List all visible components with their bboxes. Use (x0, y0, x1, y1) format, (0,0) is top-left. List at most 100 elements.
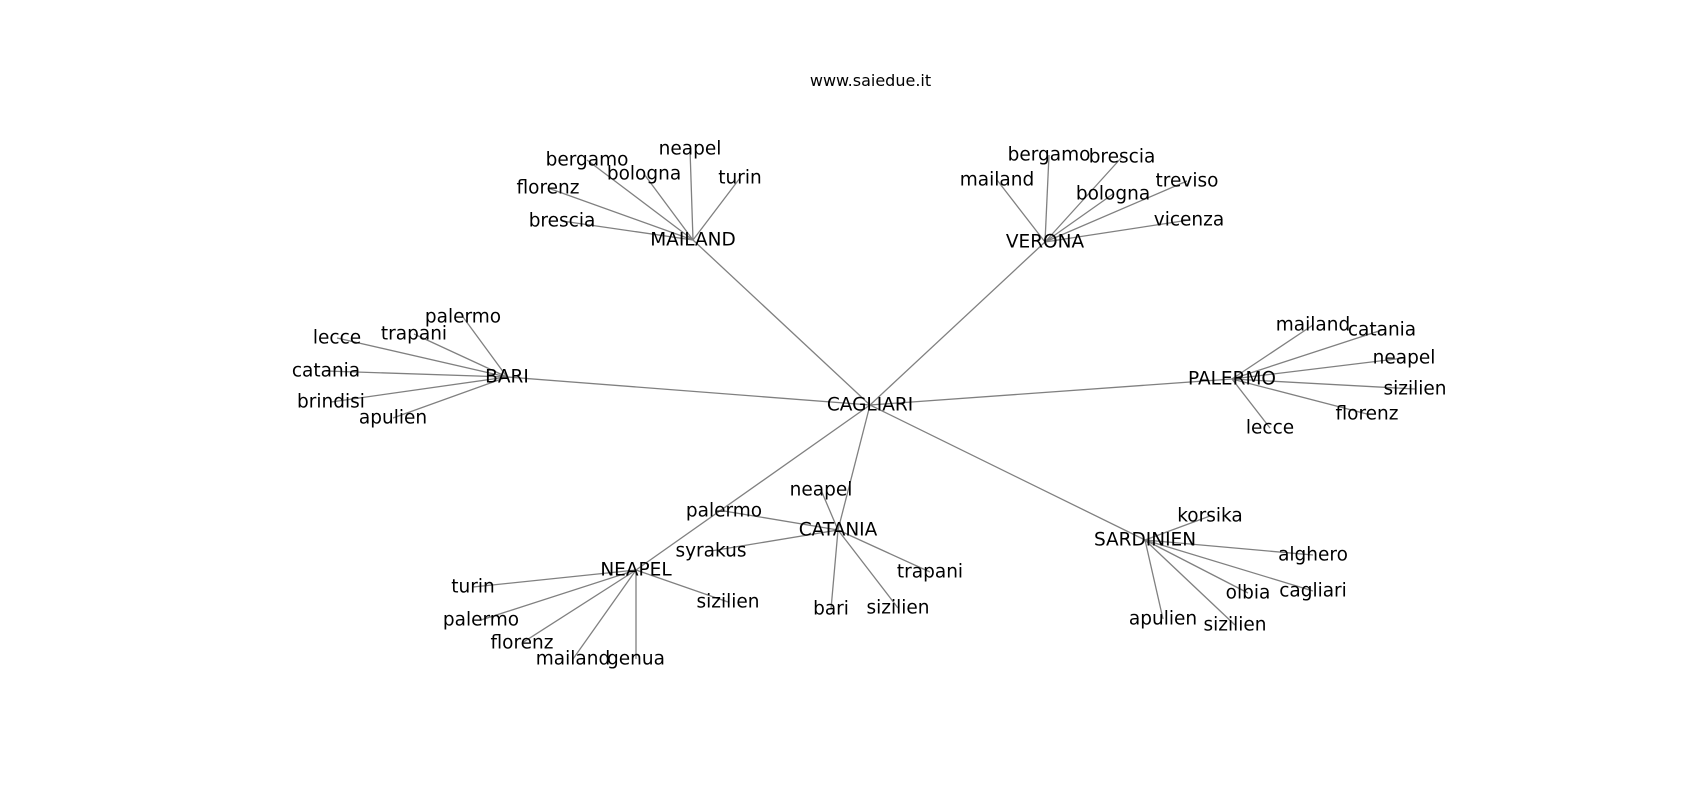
edge-palermo-palermo_florenz (1231, 378, 1368, 415)
edge-sardinien-sardinien_alghero (1144, 539, 1314, 556)
edge-catania-catania_neapel (820, 489, 839, 531)
edge-verona-verona_vicenza (1044, 219, 1190, 243)
edge-neapel-neapel_sizilien (635, 569, 729, 603)
node-sardinien-cagliari: cagliari (1279, 581, 1347, 602)
node-mailand-turin: turin (718, 168, 761, 189)
node-bari-palermo: palermo (425, 307, 501, 328)
edge-sardinien-sardinien_cagliari (1144, 539, 1314, 592)
edge-bari-bari_brindisi (330, 376, 508, 403)
node-verona-bologna: bologna (1076, 184, 1150, 205)
edge-cagliari-catania (837, 404, 871, 531)
node-neapel-palermo: palermo (443, 610, 519, 631)
edge-sardinien-sardinien_korsika (1144, 515, 1211, 541)
node-catania-bari: bari (813, 599, 849, 620)
edge-cagliari-verona (869, 241, 1046, 406)
node-bari-lecce: lecce (313, 328, 361, 349)
edge-verona-verona_mailand (996, 179, 1046, 243)
node-mailand-brescia: brescia (529, 211, 596, 232)
edge-verona-verona_bergamo (1044, 154, 1050, 243)
edge-mailand-mailand_brescia (561, 220, 694, 241)
node-palermo-lecce: lecce (1246, 418, 1294, 439)
edge-palermo-palermo_catania (1231, 329, 1383, 380)
edge-mailand-mailand_neapel (689, 148, 694, 241)
edge-sardinien-sardinien_sizilien (1144, 539, 1236, 626)
node-cagliari: CAGLIARI (827, 395, 913, 416)
edges-layer (325, 148, 1416, 660)
node-bari-brindisi: brindisi (297, 392, 365, 413)
node-verona: VERONA (1006, 232, 1085, 253)
node-verona-treviso: treviso (1156, 171, 1219, 192)
node-palermo-florenz: florenz (1336, 404, 1399, 425)
node-neapel-mailand: mailand (536, 649, 610, 670)
edge-catania-catania_trapani (837, 529, 931, 573)
edge-palermo-palermo_lecce (1231, 378, 1271, 429)
node-sardinien-korsika: korsika (1177, 506, 1242, 527)
node-catania-sizilien: sizilien (866, 598, 929, 619)
node-bari: BARI (485, 367, 529, 388)
edge-mailand-mailand_bologna (643, 173, 694, 241)
node-sardinien: SARDINIEN (1094, 530, 1196, 551)
node-verona-brescia: brescia (1089, 147, 1156, 168)
node-catania: CATANIA (799, 520, 878, 541)
node-bari-apulien: apulien (359, 408, 427, 429)
node-mailand-bergamo: bergamo (546, 150, 629, 171)
node-verona-vicenza: vicenza (1154, 210, 1224, 231)
edge-verona-verona_brescia (1044, 156, 1123, 243)
edge-cagliari-sardinien (869, 404, 1146, 541)
node-sardinien-olbia: olbia (1226, 583, 1271, 604)
node-neapel-turin: turin (451, 577, 494, 598)
node-palermo-mailand: mailand (1276, 315, 1350, 336)
node-mailand-bologna: bologna (607, 164, 681, 185)
edge-neapel-neapel_palermo (480, 569, 637, 621)
edge-sardinien-sardinien_olbia (1144, 539, 1249, 594)
node-palermo: PALERMO (1188, 369, 1276, 390)
node-neapel-sizilien: sizilien (696, 592, 759, 613)
edge-mailand-mailand_turin (692, 177, 741, 241)
edge-neapel-neapel_florenz (521, 569, 637, 644)
node-mailand-florenz: florenz (517, 178, 580, 199)
node-sardinien-alghero: alghero (1278, 545, 1348, 566)
node-palermo-catania: catania (1348, 320, 1416, 341)
node-neapel-genua: genua (607, 649, 665, 670)
nodes-layer: CAGLIARI MAILAND VERONA BARI PALERMO CATANIA N… (292, 139, 1447, 670)
edge-neapel-neapel_turin (472, 569, 637, 588)
node-catania-neapel: neapel (790, 480, 853, 501)
edge-cagliari-palermo (869, 378, 1233, 406)
edge-catania-catania_palermo (723, 510, 839, 531)
node-sardinien-sizilien: sizilien (1203, 615, 1266, 636)
edge-bari-bari_catania (325, 370, 508, 378)
edge-catania-catania_sizilien (837, 529, 899, 609)
node-sardinien-apulien: apulien (1129, 609, 1197, 630)
node-neapel-florenz: florenz (491, 633, 554, 654)
edge-verona-verona_treviso (1044, 180, 1188, 243)
node-mailand: MAILAND (650, 230, 736, 251)
node-neapel: NEAPEL (600, 560, 672, 581)
node-verona-bergamo: bergamo (1008, 145, 1091, 166)
edge-cagliari-bari (506, 376, 871, 406)
node-bari-catania: catania (292, 361, 360, 382)
edge-palermo-palermo_sizilien (1231, 378, 1416, 390)
edge-bari-bari_lecce (336, 337, 508, 378)
edge-palermo-palermo_neapel (1231, 357, 1405, 380)
edge-catania-catania_bari (830, 529, 839, 610)
edge-cagliari-neapel (635, 404, 871, 571)
edge-bari-bari_trapani (413, 333, 508, 378)
edge-mailand-mailand_bergamo (586, 159, 694, 241)
edge-palermo-palermo_mailand (1231, 324, 1314, 380)
node-catania-palermo: palermo (686, 501, 762, 522)
node-bari-trapani: trapani (381, 324, 447, 345)
edge-cagliari-mailand (692, 239, 871, 406)
node-catania-syrakus: syrakus (675, 541, 746, 562)
edge-neapel-neapel_mailand (572, 569, 637, 660)
edge-sardinien-sardinien_apulien (1144, 539, 1164, 620)
edge-bari-bari_apulien (392, 376, 508, 419)
edge-bari-bari_palermo (462, 316, 508, 378)
edge-mailand-mailand_florenz (547, 187, 694, 241)
node-mailand-neapel: neapel (659, 139, 722, 160)
edge-catania-catania_syrakus (710, 529, 839, 552)
node-palermo-sizilien: sizilien (1383, 379, 1446, 400)
edge-verona-verona_bologna (1044, 193, 1114, 243)
node-verona-mailand: mailand (960, 170, 1034, 191)
node-catania-trapani: trapani (897, 562, 963, 583)
